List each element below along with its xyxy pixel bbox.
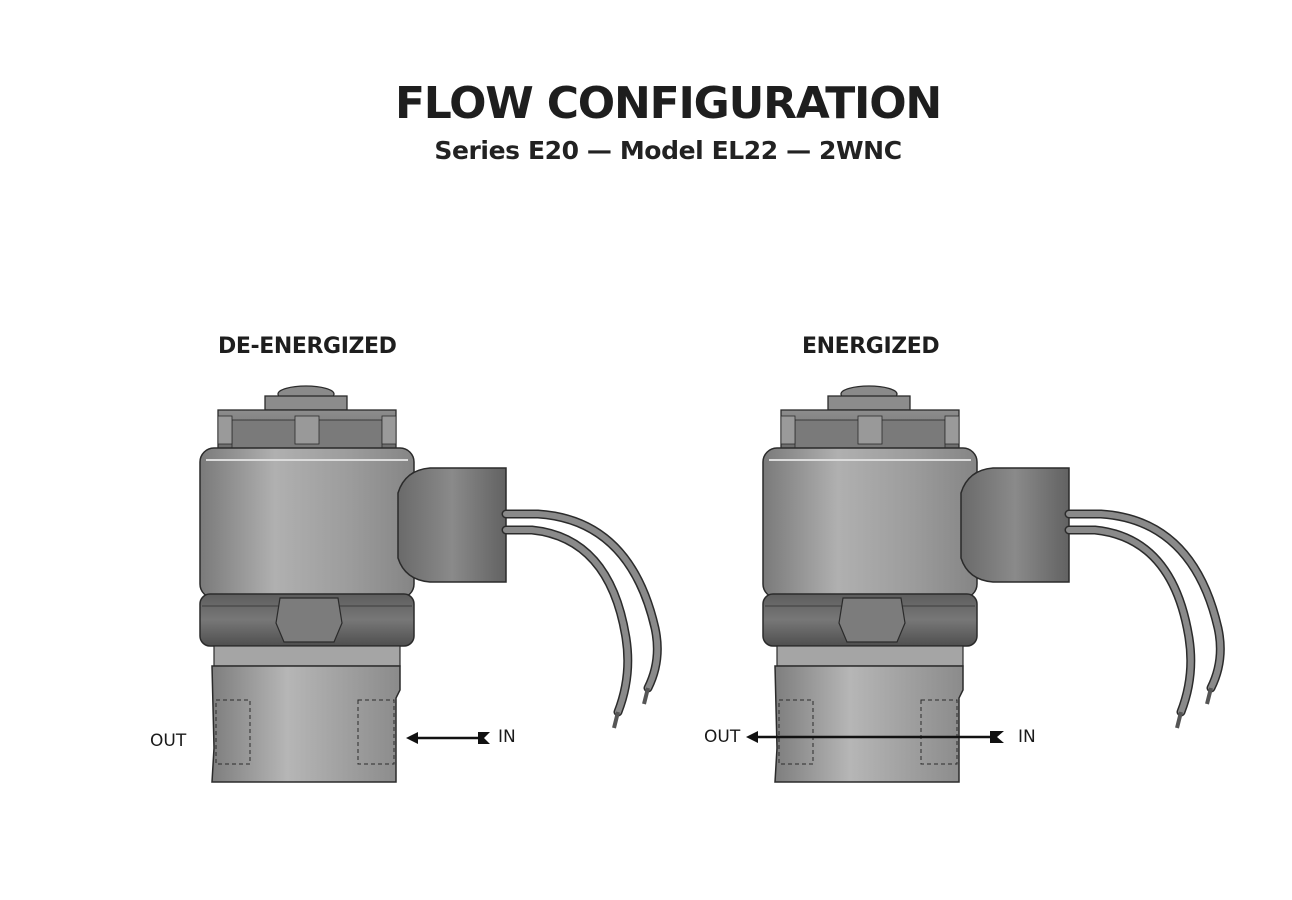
flow-arrow-in-left [406,732,490,744]
valve-de-energized [199,385,657,783]
valve-energized [762,385,1220,783]
in-label-left: IN [498,727,516,747]
flow-arrow-through-right [746,731,1004,743]
lead-wires-left [506,514,657,728]
out-label-right: OUT [704,727,741,747]
lead-wires-right [1069,514,1220,728]
in-label-right: IN [1018,727,1036,747]
energized-label: ENERGIZED [802,334,940,359]
page-subtitle: Series E20 — Model EL22 — 2WNC [434,136,902,165]
page-title: FLOW CONFIGURATION [394,78,942,129]
de-energized-label: DE-ENERGIZED [218,334,397,359]
out-label-left: OUT [150,731,187,751]
